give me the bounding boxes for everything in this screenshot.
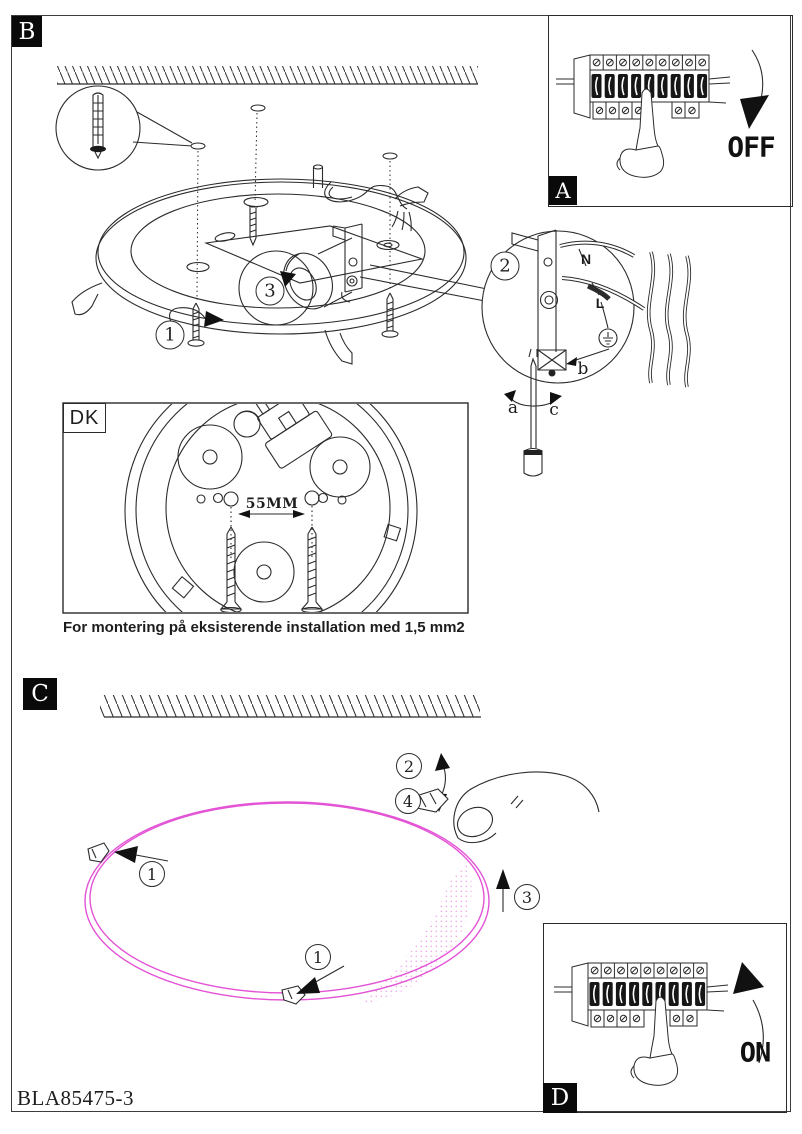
neutral-wire-label: N (580, 251, 592, 267)
dk-caption: For montering på eksisterende installati… (63, 619, 465, 636)
turn-a-label: a (507, 398, 519, 418)
glass-shade-drawing (84, 801, 490, 1004)
ceiling-hatch-c (100, 695, 481, 718)
hole-spacing-dimension: 55MM (245, 496, 299, 512)
dk-plate-drawing (62, 402, 469, 614)
section-c-label: C (23, 678, 57, 710)
power-off-label: OFF (727, 130, 776, 164)
document-code: BLA85475-3 (17, 1086, 134, 1110)
dk-language-badge: DK (63, 403, 106, 433)
mounting-plate-drawing (71, 164, 488, 365)
turn-c-label: c (549, 400, 559, 420)
shade-clips-and-arrows (87, 753, 600, 1005)
wiring-detail-drawing (481, 229, 692, 477)
step-marker-b2: 2 (490, 251, 520, 281)
breaker-panel-d-drawing (553, 962, 764, 1086)
push-b-label: b (577, 359, 589, 379)
breaker-panel-a-drawing (555, 49, 769, 178)
live-wire-label: L (595, 295, 605, 311)
wall-plug-detail-drawing (55, 85, 193, 171)
step-marker-c4: 4 (395, 788, 421, 814)
section-b-label: B (12, 16, 42, 47)
step-marker-c2: 2 (396, 753, 422, 779)
step-marker-c1-left: 1 (139, 861, 165, 887)
panel-a-frame (548, 15, 793, 207)
panel-d-frame (543, 923, 787, 1113)
step-marker-c3: 3 (514, 884, 540, 910)
page-border (11, 15, 791, 1112)
section-d-label: D (543, 1083, 577, 1113)
step-marker-b3: 3 (255, 276, 285, 306)
step-marker-c1-bottom: 1 (305, 944, 331, 970)
section-a-label: A (549, 176, 577, 205)
ceiling-hatch-b (57, 66, 478, 85)
ceiling-holes-and-guides (190, 104, 398, 301)
step-marker-b1: 1 (155, 320, 185, 350)
power-on-label: ON (739, 1037, 772, 1069)
